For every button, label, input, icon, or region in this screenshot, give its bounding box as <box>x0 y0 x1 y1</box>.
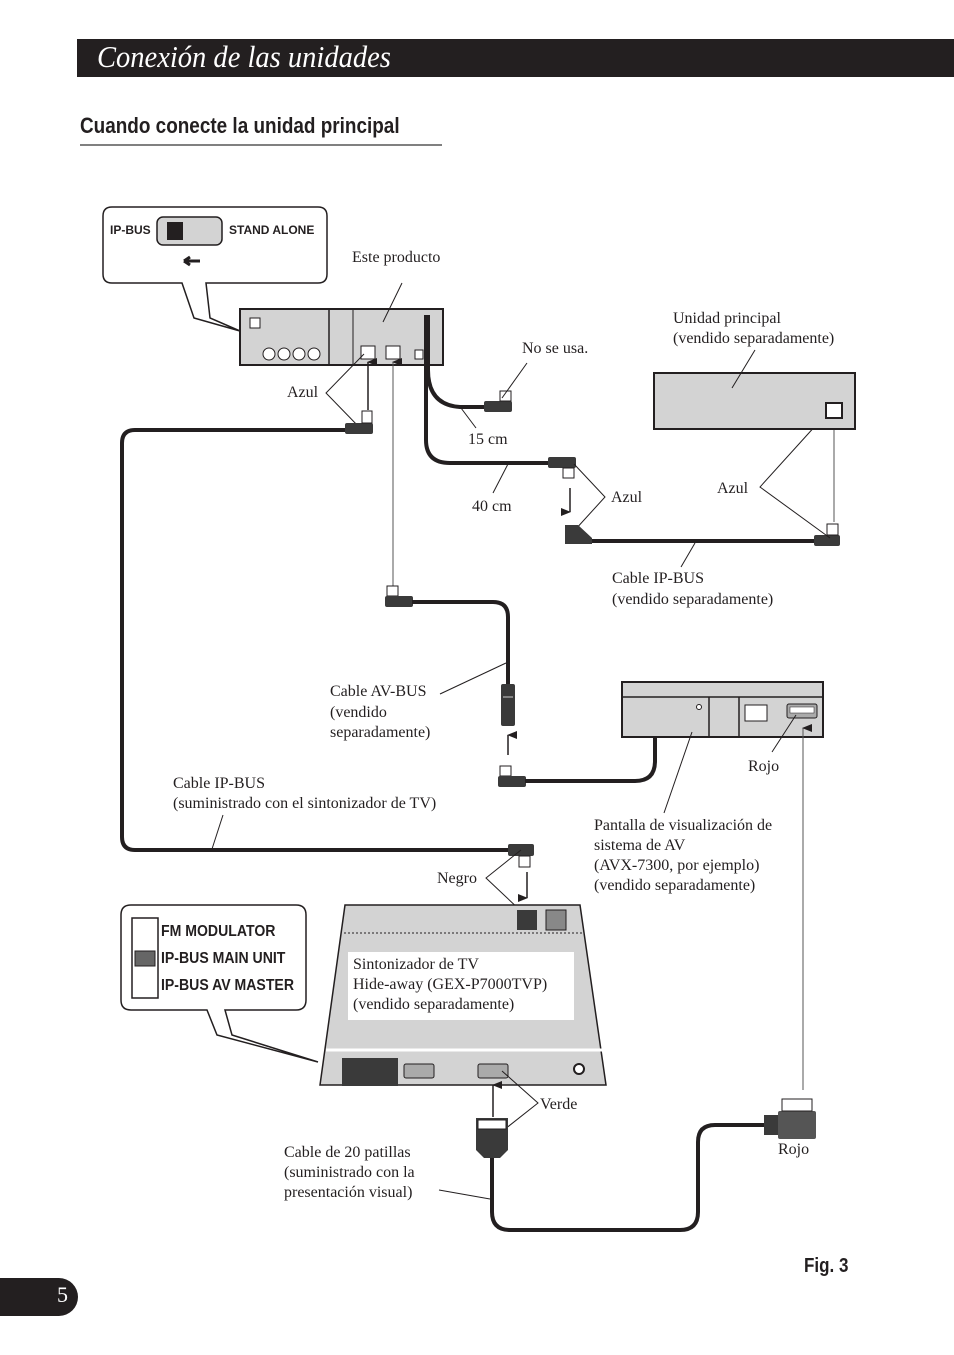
label-cable-ipbus-sep: Cable IP-BUS <box>612 570 704 587</box>
av-display-unit <box>621 681 824 738</box>
label-pantalla-2: sistema de AV <box>594 837 686 854</box>
page-number: 5 <box>57 1282 68 1307</box>
label-tuner-2: Hide-away (GEX-P7000TVP) <box>353 976 548 993</box>
switch-label-standalone: STAND ALONE <box>229 223 315 237</box>
label-azul-left: Azul <box>287 384 319 401</box>
label-rojo-bottom: Rojo <box>778 1141 810 1158</box>
label-cable-avbus-note1: (vendido <box>330 704 387 721</box>
label-cable-avbus: Cable AV-BUS <box>330 683 427 700</box>
label-verde: Verde <box>540 1096 578 1113</box>
label-azul-mid: Azul <box>611 489 643 506</box>
label-azul-right: Azul <box>717 480 749 497</box>
label-cable-ipbus-sep-note: (vendido separadamente) <box>612 591 774 608</box>
label-cable-ipbus-tv: Cable IP-BUS <box>173 775 265 792</box>
switch-label-ipbus: IP-BUS <box>110 223 151 237</box>
chapter-title-bar: Conexión de las unidades <box>77 39 954 77</box>
label-pantalla-3: (AVX-7300, por ejemplo) <box>594 857 760 874</box>
left-arrow-icon <box>183 255 200 267</box>
mode-option-fm-modulator: FM MODULATOR <box>161 923 276 940</box>
chapter-title: Conexión de las unidades <box>97 39 391 74</box>
label-cable20-2: (suministrado con la <box>284 1164 415 1181</box>
label-40cm: 40 cm <box>472 498 512 515</box>
label-15cm: 15 cm <box>468 431 508 448</box>
label-pantalla-4: (vendido separadamente) <box>594 877 756 894</box>
mode-option-ipbus-av-master: IP-BUS AV MASTER <box>161 977 294 994</box>
label-cable-ipbus-tv-note: (suministrado con el sintonizador de TV) <box>173 795 437 812</box>
label-tuner-3: (vendido separadamente) <box>353 996 515 1013</box>
section-title: Cuando conecte la unidad principal <box>80 113 400 138</box>
label-pantalla-1: Pantalla de visualización de <box>594 817 773 834</box>
tuner-label-box <box>348 952 574 1020</box>
mode-option-ipbus-main-unit: IP-BUS MAIN UNIT <box>161 950 286 967</box>
label-cable-avbus-note2: separadamente) <box>330 724 431 741</box>
figure-label: Fig. 3 <box>804 1255 849 1277</box>
switch-knob <box>167 222 183 240</box>
ipbus-switch-callout <box>102 206 328 332</box>
este-producto-unit <box>239 308 444 366</box>
label-unidad-principal: Unidad principal <box>673 310 781 327</box>
label-negro: Negro <box>437 870 477 887</box>
label-cable20-1: Cable de 20 patillas <box>284 1144 411 1161</box>
label-tuner-1: Sintonizador de TV <box>353 956 479 973</box>
label-este-producto: Este producto <box>352 249 441 266</box>
switch-slot <box>156 216 223 246</box>
unidad-principal-unit <box>653 372 856 430</box>
section-underline <box>80 144 442 146</box>
label-cable20-3: presentación visual) <box>284 1184 413 1201</box>
mode-switch-callout <box>120 904 319 1063</box>
label-rojo-top: Rojo <box>748 758 780 775</box>
label-no-se-usa: No se usa. <box>522 340 589 357</box>
label-unidad-principal-note: (vendido separadamente) <box>673 330 835 347</box>
page-number-tab: 5 <box>0 1278 78 1316</box>
